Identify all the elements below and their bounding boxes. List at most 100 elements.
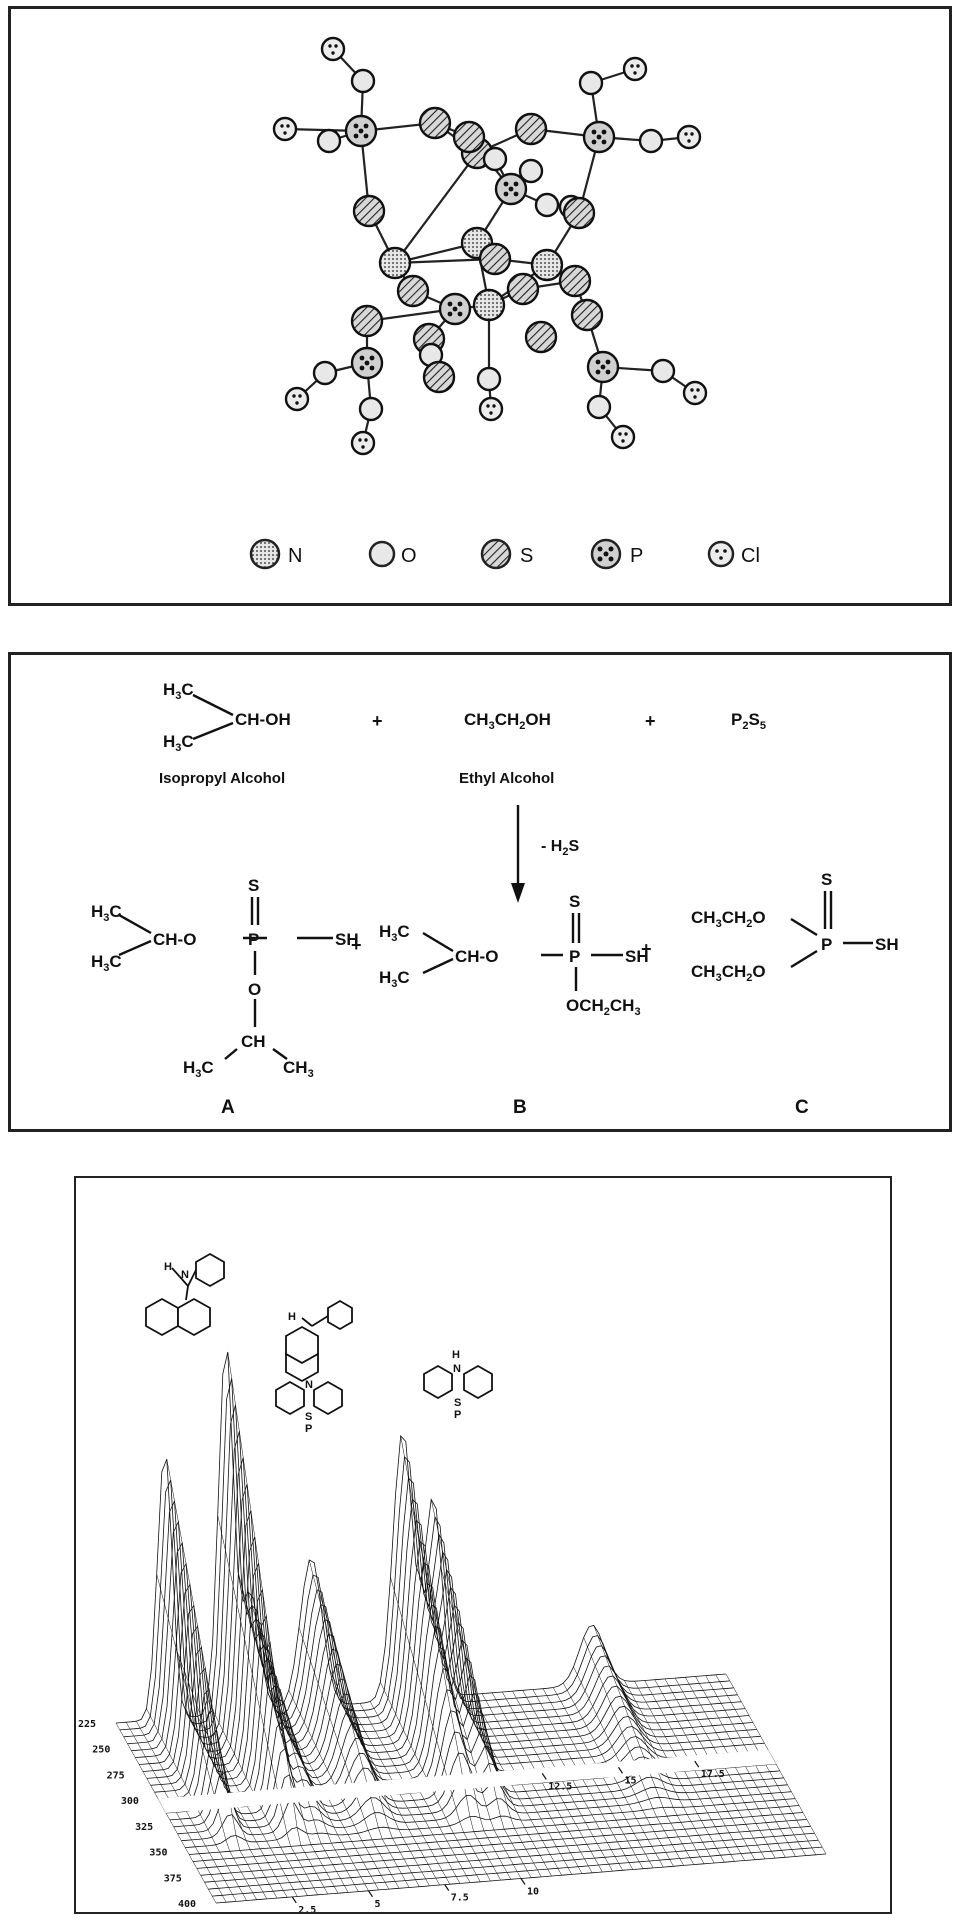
ethyl-alcohol-label: Ethyl Alcohol xyxy=(459,770,554,787)
atom-cl xyxy=(284,386,310,412)
mesh-line xyxy=(227,1351,329,1895)
atom-cl xyxy=(320,36,346,62)
y-tick-label: 275 xyxy=(107,1770,125,1781)
atom-s xyxy=(524,320,558,354)
molecule-structure-diagram: N O S P Cl xyxy=(249,36,760,570)
product-b-och2ch3: OCH2CH3 xyxy=(566,996,641,1018)
product-a-o: O xyxy=(248,980,261,999)
mesh-line xyxy=(258,1630,359,1892)
plus-sign-3: + xyxy=(351,935,362,955)
molecule-panel: N O S P Cl xyxy=(8,6,952,606)
atom-legend: N O S P Cl xyxy=(249,538,760,570)
x-tick xyxy=(618,1766,623,1774)
atom-cl xyxy=(478,396,504,422)
structure-1-n: N xyxy=(181,1269,189,1281)
x-tick-label: 10 xyxy=(527,1887,539,1898)
product-c-ch3ch2o-bottom: CH3CH2O xyxy=(691,962,766,984)
mesh-line xyxy=(430,1499,532,1878)
product-c-ch3ch2o-top: CH3CH2O xyxy=(691,908,766,930)
ethyl-alcohol-formula: CH3CH2OH xyxy=(464,710,551,732)
mesh-line xyxy=(542,1688,644,1869)
y-tick-label: 250 xyxy=(92,1745,110,1756)
reaction-scheme: H3C H3C CH-OH Isopropyl Alcohol + CH3CH2… xyxy=(91,680,899,1118)
svg-text:S: S xyxy=(520,545,533,567)
product-a-label: A xyxy=(221,1097,235,1118)
svg-text:Cl: Cl xyxy=(741,545,760,567)
atom-s xyxy=(570,298,604,332)
y-tick-label: 225 xyxy=(78,1719,96,1730)
x-tick-label: 7.5 xyxy=(451,1893,469,1904)
atom-o xyxy=(312,360,338,386)
mesh-line xyxy=(583,1637,684,1866)
structure-phenothiazine xyxy=(423,1364,493,1400)
x-tick-label: 12.5 xyxy=(548,1781,572,1792)
product-a-p: P xyxy=(248,930,259,949)
product-a-sh: SH xyxy=(335,930,359,949)
mesh-line xyxy=(400,1435,501,1881)
mesh-line xyxy=(502,1691,603,1873)
svg-text:P: P xyxy=(630,545,643,567)
atom-o xyxy=(638,128,664,154)
atom-o xyxy=(650,358,676,384)
mesh-line xyxy=(420,1579,522,1879)
p2s5-formula: P2S5 xyxy=(731,710,766,732)
product-a-s: S xyxy=(248,876,259,895)
atom-s xyxy=(452,120,486,154)
structure-3-n: N xyxy=(453,1363,461,1375)
atom-cl xyxy=(622,56,648,82)
mesh-line xyxy=(359,1703,461,1884)
y-tick-label: 325 xyxy=(135,1822,153,1833)
x-tick xyxy=(444,1884,450,1891)
atom-o xyxy=(586,394,612,420)
atom-s xyxy=(352,194,386,228)
mesh-line xyxy=(685,1677,786,1858)
atom-cl xyxy=(682,380,708,406)
plus-sign-2: + xyxy=(645,711,656,731)
x-tick xyxy=(368,1890,373,1898)
atom-s xyxy=(350,304,384,338)
x-tick-label: 5 xyxy=(375,1899,381,1910)
structure-3-h: H xyxy=(452,1349,460,1361)
mesh-line xyxy=(319,1592,420,1887)
structure-3-p: P xyxy=(454,1409,461,1421)
x-tick xyxy=(694,1760,700,1768)
product-b-s: S xyxy=(569,892,580,911)
surface-gap xyxy=(158,1749,776,1813)
mesh-line xyxy=(146,1563,757,1779)
product-a-h3c-bottom: H3C xyxy=(91,952,122,974)
mesh-line xyxy=(298,1627,400,1889)
product-b-sh: SH xyxy=(625,947,649,966)
legend-item-n: N xyxy=(249,538,302,570)
y-tick-label: 375 xyxy=(164,1873,182,1884)
atom-s xyxy=(506,272,540,306)
atom-s xyxy=(562,196,596,230)
product-b-ch-o: CH-O xyxy=(455,947,498,966)
mesh-line xyxy=(441,1569,542,1878)
isopropyl-h3c-top: H3C xyxy=(163,680,194,702)
product-b-h3c-bottom: H3C xyxy=(379,968,410,990)
mesh-line xyxy=(695,1676,796,1857)
product-c-sh: SH xyxy=(875,935,899,954)
mesh-line xyxy=(308,1559,410,1888)
structure-2-h: H xyxy=(288,1311,296,1323)
atom-s xyxy=(478,242,512,276)
x-tick-label: 15 xyxy=(625,1775,637,1786)
mesh-line xyxy=(125,1722,227,1903)
atom-n xyxy=(378,246,412,280)
mesh-line xyxy=(166,1459,268,1900)
atom-o xyxy=(534,192,560,218)
legend-item-p: P xyxy=(590,538,643,570)
product-a-h3c-top: H3C xyxy=(91,902,122,924)
atom-o xyxy=(482,146,508,172)
structure-2-n: N xyxy=(305,1379,313,1391)
mesh-line xyxy=(674,1677,776,1859)
reaction-panel: H3C H3C CH-OH Isopropyl Alcohol + CH3CH2… xyxy=(8,652,952,1132)
atom-s xyxy=(558,264,592,298)
svg-text:O: O xyxy=(401,545,417,567)
mesh-line xyxy=(593,1625,695,1865)
structure-phenothiazine-dimer xyxy=(275,1299,353,1416)
mesh-line xyxy=(390,1577,491,1882)
x-tick xyxy=(541,1773,547,1780)
isopropyl-ch-oh: CH-OH xyxy=(235,710,291,729)
